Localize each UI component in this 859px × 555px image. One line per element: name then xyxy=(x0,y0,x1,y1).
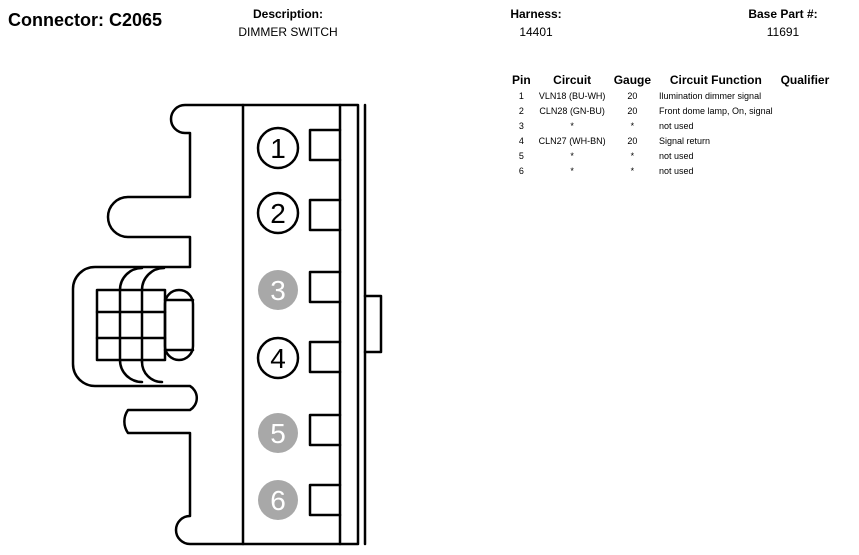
cavity-notch xyxy=(308,128,342,162)
pin-circle xyxy=(256,336,300,380)
side-latch xyxy=(363,294,383,354)
pin-circles: 1 2 3 4 5 6 xyxy=(256,126,300,520)
cell-pin: 2 xyxy=(518,105,524,116)
table-row: 1 VLN18 (BU-WH) 20 Ilumination dimmer si… xyxy=(508,88,833,103)
cell-gauge: * xyxy=(630,165,635,176)
lock-clip-inner-arc xyxy=(118,358,144,384)
cell-pin: 1 xyxy=(518,90,524,101)
pin-2: 2 xyxy=(256,191,300,235)
base-part-label: Base Part #: xyxy=(748,7,818,21)
table-row: 5 * * not used xyxy=(508,148,833,163)
cell-function: Front dome lamp, On, signal xyxy=(659,105,773,116)
cell-circuit: CLN28 (GN-BU) xyxy=(539,105,605,116)
pin-table-header: Pin Circuit Gauge Circuit Function Quali… xyxy=(508,72,833,88)
header-pin: Pin xyxy=(512,73,531,87)
pin-number-label: 3 xyxy=(270,275,286,306)
cell-pin: 3 xyxy=(518,120,524,131)
pin-circle xyxy=(258,270,298,310)
cell-function: Ilumination dimmer signal xyxy=(659,90,762,101)
table-row: 3 * * not used xyxy=(508,118,833,133)
header-circuit: Circuit xyxy=(553,73,592,87)
cell-gauge: 20 xyxy=(627,135,638,146)
cell-circuit: * xyxy=(570,120,574,131)
cell-circuit: CLN27 (WH-BN) xyxy=(538,135,606,146)
pin-table: Pin Circuit Gauge Circuit Function Quali… xyxy=(508,72,833,178)
pin-4: 4 xyxy=(256,336,300,380)
pin-number-label: 6 xyxy=(270,485,286,516)
pin-circle xyxy=(258,413,298,453)
pin-circle xyxy=(258,480,298,520)
pin-circle xyxy=(256,126,300,170)
cell-function: not used xyxy=(659,150,694,161)
description-label: Description: xyxy=(252,7,323,21)
pin-number-label: 2 xyxy=(270,198,286,229)
cavity-notch xyxy=(308,483,342,517)
cell-function: Signal return xyxy=(659,135,711,146)
header-qualifier: Qualifier xyxy=(780,73,830,87)
lock-clip-inner-arc xyxy=(118,266,144,362)
pin-1: 1 xyxy=(256,126,300,170)
cell-gauge: 20 xyxy=(627,105,638,116)
cell-gauge: * xyxy=(630,150,635,161)
cavity-notch xyxy=(308,340,342,374)
cell-pin: 4 xyxy=(518,135,524,146)
lock-clip-inner-arc xyxy=(140,266,166,364)
table-row: 2 CLN28 (GN-BU) 20 Front dome lamp, On, … xyxy=(508,103,833,118)
pin-number-label: 1 xyxy=(270,133,286,164)
cell-gauge: 20 xyxy=(627,90,638,101)
pin-5: 5 xyxy=(258,413,298,453)
cell-circuit: VLN18 (BU-WH) xyxy=(538,90,606,101)
pin-number-label: 5 xyxy=(270,418,286,449)
harness-value: 14401 xyxy=(519,25,553,39)
cell-circuit: * xyxy=(570,165,574,176)
pin-circle xyxy=(256,191,300,235)
cell-gauge: * xyxy=(630,120,635,131)
lock-clip-inner-arc xyxy=(140,360,164,384)
table-row: 6 * * not used xyxy=(508,163,833,178)
harness-label: Harness: xyxy=(510,7,562,21)
description-value: DIMMER SWITCH xyxy=(238,25,338,39)
cell-function: not used xyxy=(659,165,694,176)
header-circuit-function: Circuit Function xyxy=(669,73,762,87)
lock-clip-pill xyxy=(163,288,195,362)
pin-3: 3 xyxy=(258,270,298,310)
table-row: 4 CLN27 (WH-BN) 20 Signal return xyxy=(508,133,833,148)
cavity-notch xyxy=(308,198,342,232)
cell-circuit: * xyxy=(570,150,574,161)
cell-function: not used xyxy=(659,120,694,131)
pin-number-label: 4 xyxy=(270,343,286,374)
header-gauge: Gauge xyxy=(613,73,652,87)
cell-pin: 5 xyxy=(518,150,524,161)
cavity-notch xyxy=(308,413,342,447)
cell-pin: 6 xyxy=(518,165,524,176)
connector-title: Connector: C2065 xyxy=(8,10,163,30)
base-part-value: 11691 xyxy=(766,25,800,39)
pin-6: 6 xyxy=(258,480,298,520)
lock-clip-frame xyxy=(95,288,167,362)
cavity-notch xyxy=(308,270,342,304)
connector-housing-outline xyxy=(71,103,360,546)
